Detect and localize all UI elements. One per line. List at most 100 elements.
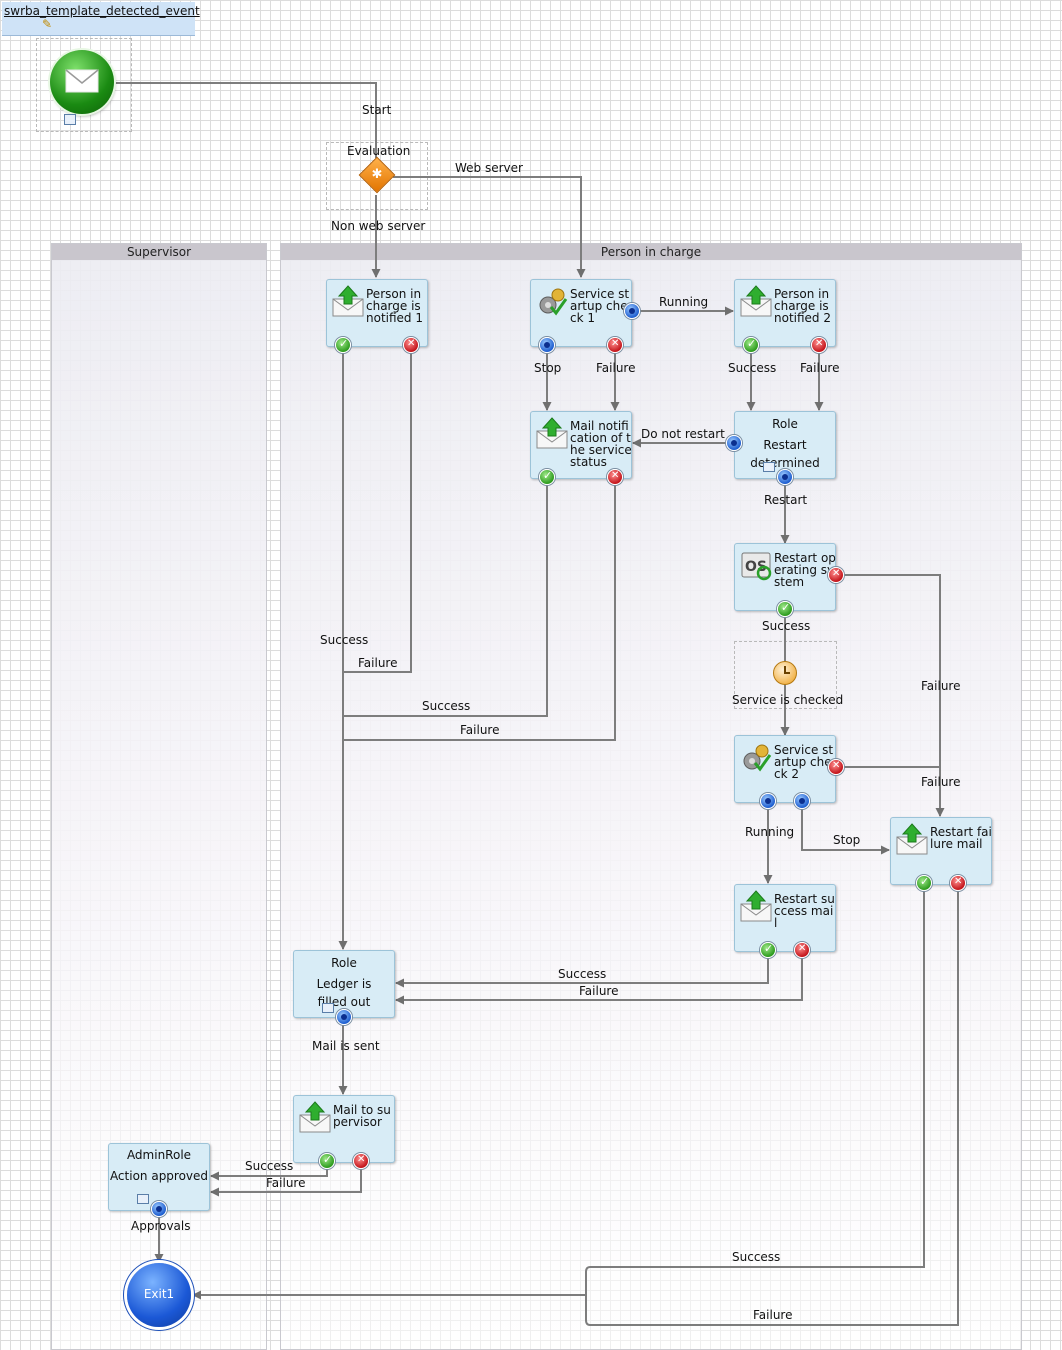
role-admin-action-approved[interactable]: AdminRole Action approved: [108, 1143, 210, 1211]
edge-label-stop-1: Stop: [534, 361, 562, 375]
start-node-frame: [36, 38, 132, 132]
task-restart-failure-mail[interactable]: Restart failure mail: [890, 817, 992, 885]
mail-send-icon: [299, 1101, 331, 1133]
task-restart-failure-mail-label: Restart failure mail: [930, 825, 992, 851]
task-startup-check-1[interactable]: Service startup check 1: [530, 279, 632, 347]
envelope-icon: [65, 69, 99, 93]
task-notified-1[interactable]: Person in charge is notified 1: [326, 279, 428, 347]
edge-label-failure-os: Failure: [921, 679, 961, 693]
edge-web-server: [393, 176, 586, 278]
port-stop-startup-check-2[interactable]: [794, 793, 810, 809]
port-success-restart-os[interactable]: [777, 601, 793, 617]
task-startup-check-2-label: Service startup check 2: [774, 743, 834, 781]
task-startup-check-2[interactable]: Service startup check 2: [734, 735, 836, 803]
edge-failure-restart-mail: [395, 958, 803, 1005]
edge-label-approvals: Approvals: [131, 1219, 191, 1233]
service-gear-check-icon: [743, 744, 772, 772]
edge-start: [115, 82, 377, 158]
task-notified-2[interactable]: Person in charge is notified 2: [734, 279, 836, 347]
edge-label-failure-mail-status: Failure: [460, 723, 500, 737]
edge-label-failure-notified-1: Failure: [358, 656, 398, 670]
svg-text:OS: OS: [745, 559, 767, 575]
port-failure-mail-service-status[interactable]: [607, 469, 623, 485]
lane-person-in-charge: Person in charge: [280, 243, 1022, 1350]
edge-label-failure-failure-mail: Failure: [753, 1308, 793, 1322]
start-message-event[interactable]: [50, 50, 114, 114]
role-admin-form-icon: [137, 1194, 149, 1204]
edge-failure-mail-status: [343, 485, 616, 741]
edge-label-mail-is-sent: Mail is sent: [312, 1039, 380, 1053]
edge-label-success-notified-2: Success: [728, 361, 777, 375]
lane-supervisor-header: Supervisor: [52, 244, 266, 260]
task-restart-success-mail[interactable]: Restart success mail: [734, 884, 836, 952]
role-ledger-filled-out[interactable]: Role Ledger is filled out: [293, 950, 395, 1018]
role-restart-role: Role: [772, 417, 798, 431]
port-failure-startup-check-2[interactable]: [828, 759, 844, 775]
gateway-star-icon: ✱: [371, 167, 383, 182]
edge-label-start: Start: [362, 103, 392, 117]
edge-success-fail-mail: [585, 890, 925, 1295]
port-success-notified-2[interactable]: [743, 337, 759, 353]
role-admin-line1: Action approved: [109, 1169, 209, 1183]
timer-label: Service is checked: [732, 693, 844, 707]
edge-success-mail-status: [343, 485, 548, 717]
task-mail-to-supervisor[interactable]: Mail to supervisor: [293, 1095, 395, 1163]
process-title-tab[interactable]: swrba_template_detected_event ✎: [2, 2, 200, 36]
port-do-not-restart[interactable]: [726, 435, 742, 451]
port-approvals[interactable]: [151, 1201, 167, 1217]
port-restart[interactable]: [777, 469, 793, 485]
exit-label: Exit1: [143, 1287, 175, 1301]
task-mail-to-supervisor-label: Mail to supervisor: [333, 1103, 391, 1129]
start-properties-icon[interactable]: [64, 114, 76, 125]
edge-failure-n1: [343, 353, 412, 673]
port-failure-restart-success-mail[interactable]: [794, 942, 810, 958]
os-restart-icon: OS: [741, 552, 772, 581]
port-success-mail-to-supervisor[interactable]: [319, 1153, 335, 1169]
port-running-startup-check-2[interactable]: [760, 793, 776, 809]
port-failure-notified-1[interactable]: [403, 337, 419, 353]
edge-label-restart: Restart: [764, 493, 808, 507]
timer-hand2-icon: [784, 672, 790, 674]
port-running-startup-check-1[interactable]: [624, 303, 640, 319]
port-success-notified-1[interactable]: [335, 337, 351, 353]
role-ledger-line1: Ledger is: [316, 977, 372, 991]
port-failure-restart-os[interactable]: [828, 567, 844, 583]
edge-label-success-mail-status: Success: [422, 699, 471, 713]
task-notified-1-label: Person in charge is notified 1: [366, 287, 423, 325]
mail-send-icon: [896, 823, 928, 855]
edge-label-success-os: Success: [762, 619, 811, 633]
port-mail-is-sent[interactable]: [336, 1009, 352, 1025]
port-failure-startup-check-1[interactable]: [607, 337, 623, 353]
edge-success-restart-mail: [395, 958, 769, 988]
edge-label-running-1: Running: [659, 295, 709, 309]
port-success-restart-success-mail[interactable]: [760, 942, 776, 958]
task-mail-service-status[interactable]: Mail notification of the service status: [530, 411, 632, 479]
edge-label-stop-2: Stop: [833, 833, 861, 847]
port-stop-startup-check-1[interactable]: [539, 337, 555, 353]
port-success-restart-failure-mail[interactable]: [916, 875, 932, 891]
gateway-label: Evaluation: [347, 144, 411, 158]
mail-send-icon: [740, 285, 772, 317]
edge-label-success-restart-mail: Success: [558, 967, 607, 981]
role-ledger-form-icon: [322, 1003, 334, 1013]
pin-icon: ✎: [42, 17, 53, 31]
exit-end-event[interactable]: Exit1: [127, 1263, 191, 1327]
service-gear-check-icon: [539, 288, 568, 316]
mail-send-icon: [332, 285, 364, 317]
port-success-mail-service-status[interactable]: [539, 469, 555, 485]
task-mail-service-status-label: Mail notification of the service status: [570, 419, 632, 469]
edge-label-failure-restart-mail: Failure: [579, 984, 619, 998]
role-ledger-role: Role: [331, 956, 357, 970]
edge-label-failure-check-1: Failure: [596, 361, 636, 375]
edge-label-success-supervisor: Success: [245, 1159, 294, 1173]
timer-clock-icon[interactable]: [773, 661, 797, 685]
edge-label-failure-supervisor: Failure: [266, 1176, 306, 1190]
edge-failure-fail-mail: [192, 890, 959, 1326]
role-restart-line1: Restart: [763, 438, 807, 452]
edge-label-do-not-restart: Do not restart: [641, 427, 725, 441]
port-failure-notified-2[interactable]: [811, 337, 827, 353]
port-failure-restart-failure-mail[interactable]: [950, 875, 966, 891]
edge-label-failure-notified-2: Failure: [800, 361, 840, 375]
edge-label-failure-check-2: Failure: [921, 775, 961, 789]
port-failure-mail-to-supervisor[interactable]: [353, 1153, 369, 1169]
